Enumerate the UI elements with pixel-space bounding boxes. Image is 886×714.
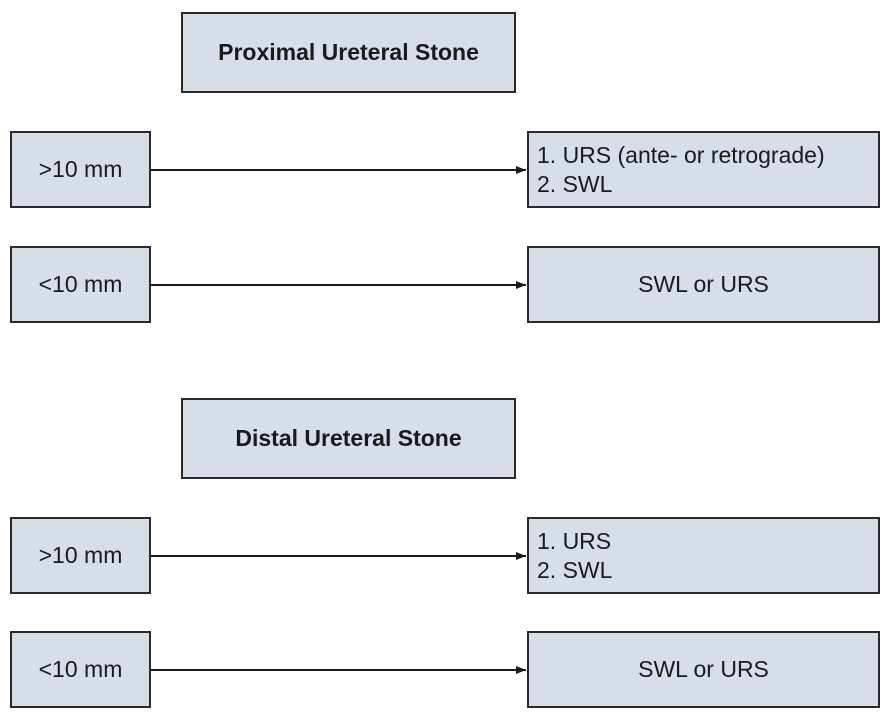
treatment-option-1: 1. URS (ante- or retrograde): [537, 142, 825, 168]
distal-treatment-over-10: 1. URS 2. SWL: [527, 517, 880, 594]
treatment-option: SWL or URS: [638, 271, 769, 297]
distal-section-title: Distal Ureteral Stone: [181, 398, 516, 479]
distal-size-over-10: >10 mm: [10, 517, 151, 594]
proximal-size-under-10: <10 mm: [10, 246, 151, 323]
treatment-option-1: 1. URS: [537, 528, 612, 554]
proximal-title-text: Proximal Ureteral Stone: [218, 39, 479, 65]
treatment-option: SWL or URS: [638, 656, 769, 682]
proximal-size-under-10-label: <10 mm: [38, 271, 123, 297]
distal-size-under-10-label: <10 mm: [38, 656, 123, 682]
proximal-treatment-under-10: SWL or URS: [527, 246, 880, 323]
distal-size-over-10-label: >10 mm: [38, 542, 123, 568]
distal-size-under-10: <10 mm: [10, 631, 151, 708]
proximal-size-over-10-label: >10 mm: [38, 156, 123, 182]
treatment-option-2: 2. SWL: [537, 557, 613, 583]
distal-treatment-under-10: SWL or URS: [527, 631, 880, 708]
proximal-section-title: Proximal Ureteral Stone: [181, 12, 516, 93]
proximal-size-over-10: >10 mm: [10, 131, 151, 208]
proximal-treatment-over-10: 1. URS (ante- or retrograde) 2. SWL: [527, 131, 880, 208]
treatment-option-2: 2. SWL: [537, 171, 613, 197]
distal-title-text: Distal Ureteral Stone: [235, 425, 462, 451]
